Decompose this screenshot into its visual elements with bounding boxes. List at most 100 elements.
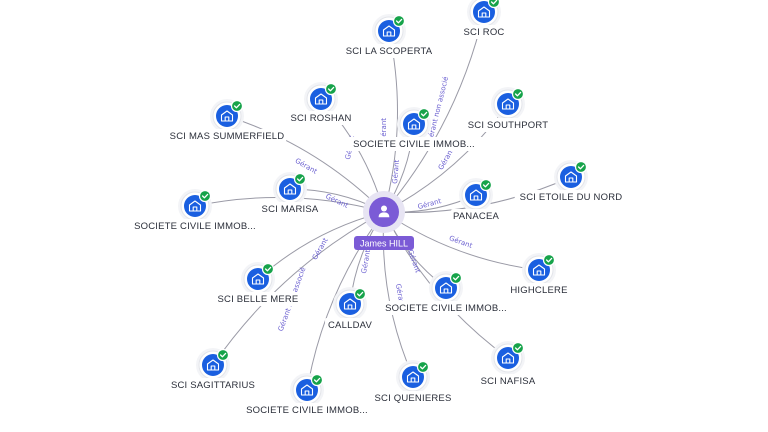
building-icon bbox=[220, 110, 234, 122]
edge-label-sci-mas-summerfield: Gérant bbox=[294, 157, 319, 176]
verified-check-icon bbox=[511, 341, 525, 355]
company-label: SOCIETE CIVILE IMMOB... bbox=[353, 139, 475, 150]
building-icon bbox=[188, 200, 202, 212]
company-node-societe-civile-left[interactable]: SOCIETE CIVILE IMMOB... bbox=[124, 189, 266, 233]
verified-check-icon bbox=[216, 348, 230, 362]
edge-sci-sagittarius bbox=[212, 211, 385, 366]
company-label: SCI SAGITTARIUS bbox=[171, 380, 255, 391]
company-label-bg bbox=[370, 391, 456, 405]
edge-label-societe-civile-mid: Gérant bbox=[406, 249, 422, 275]
company-label-bg bbox=[167, 129, 287, 143]
company-node-sci-nafisa[interactable]: SCI NAFISA bbox=[474, 341, 542, 388]
nodes-layer: SCI LA SCOPERTA SCI ROC SCI ROSHAN SOCIETE … bbox=[124, 0, 628, 417]
company-label-bg bbox=[287, 111, 355, 125]
company-node-sci-quenieres[interactable]: SCI QUENIERES bbox=[370, 360, 456, 405]
verified-check-icon bbox=[198, 189, 212, 203]
company-label: SOCIETE CIVILE IMMOB... bbox=[246, 405, 368, 416]
building-icon bbox=[564, 171, 578, 183]
company-node-panacea[interactable]: PANACEA bbox=[451, 178, 501, 223]
building-icon bbox=[469, 189, 483, 201]
company-node-sci-la-scoperta[interactable]: SCI LA SCOPERTA bbox=[341, 14, 437, 58]
verified-check-icon bbox=[417, 107, 431, 121]
company-node-sci-etoile-du-nord[interactable]: SCI ETOILE DU NORD bbox=[514, 160, 628, 204]
edge-sci-roc bbox=[383, 11, 485, 213]
company-node-sci-sagittarius[interactable]: SCI SAGITTARIUS bbox=[165, 348, 261, 392]
verified-check-icon bbox=[324, 82, 338, 96]
verified-check-icon bbox=[574, 160, 588, 174]
company-label-bg bbox=[213, 292, 303, 306]
company-label-bg bbox=[508, 283, 570, 297]
company-label: SOCIETE CIVILE IMMOB... bbox=[385, 303, 507, 314]
building-icon bbox=[382, 25, 396, 37]
edge-label-sci-marisa: Gérant bbox=[324, 192, 349, 210]
company-node-societe-civile-top[interactable]: SOCIETE CIVILE IMMOB... bbox=[343, 107, 485, 151]
person-icon bbox=[378, 205, 390, 218]
company-node-societe-civile-bottom[interactable]: SOCIETE CIVILE IMMOB... bbox=[236, 373, 378, 417]
building-icon bbox=[314, 93, 328, 105]
building-icon bbox=[406, 371, 420, 383]
company-label: SCI MAS SUMMERFIELD bbox=[170, 131, 285, 142]
company-label: SCI QUENIERES bbox=[374, 393, 451, 404]
company-label-bg bbox=[514, 190, 628, 204]
company-label-bg bbox=[465, 118, 551, 132]
company-label: SCI NAFISA bbox=[481, 376, 536, 387]
verified-check-icon bbox=[293, 172, 307, 186]
building-icon bbox=[532, 264, 546, 276]
company-node-sci-marisa[interactable]: SCI MARISA bbox=[256, 172, 324, 216]
company-label-bg bbox=[236, 403, 378, 417]
building-icon bbox=[501, 98, 515, 110]
company-label-bg bbox=[375, 301, 517, 315]
edge-label-sci-la-scoperta: Gérant bbox=[380, 118, 388, 142]
company-label-bg bbox=[165, 378, 261, 392]
company-node-sci-roshan[interactable]: SCI ROSHAN bbox=[287, 82, 355, 125]
company-label: SCI MARISA bbox=[262, 204, 319, 215]
verified-check-icon bbox=[392, 14, 406, 28]
company-label: SCI SOUTHPORT bbox=[468, 120, 549, 131]
company-node-sci-mas-summerfield[interactable]: SCI MAS SUMMERFIELD bbox=[167, 99, 287, 143]
company-label: HIGHCLERE bbox=[510, 285, 567, 296]
verified-check-icon bbox=[310, 373, 324, 387]
center-person-node[interactable]: James HILL bbox=[354, 191, 414, 250]
company-label-bg bbox=[459, 25, 509, 39]
verified-check-icon bbox=[487, 0, 501, 9]
verified-check-icon bbox=[511, 87, 525, 101]
building-icon bbox=[300, 384, 314, 396]
building-icon bbox=[251, 273, 265, 285]
building-icon bbox=[439, 282, 453, 294]
edge-label-calldav: Gérant bbox=[360, 249, 372, 274]
company-label: SOCIETE CIVILE IMMOB... bbox=[134, 221, 256, 232]
company-node-sci-southport[interactable]: SCI SOUTHPORT bbox=[465, 87, 551, 132]
verified-check-icon bbox=[230, 99, 244, 113]
building-icon bbox=[283, 183, 297, 195]
verified-check-icon bbox=[479, 178, 493, 192]
company-node-sci-roc[interactable]: SCI ROC bbox=[459, 0, 509, 39]
company-label-bg bbox=[343, 137, 485, 151]
edge-label-societe-civile-top: Gérant bbox=[391, 159, 401, 184]
verified-check-icon bbox=[416, 360, 430, 374]
company-label-bg bbox=[124, 219, 266, 233]
company-node-calldav[interactable]: CALLDAV bbox=[325, 287, 375, 332]
edge-sci-mas-summerfield bbox=[226, 115, 385, 213]
verified-check-icon bbox=[449, 271, 463, 285]
company-label: SCI BELLE MERE bbox=[218, 294, 299, 305]
building-icon bbox=[407, 118, 421, 130]
company-node-sci-belle-mere[interactable]: SCI BELLE MERE bbox=[213, 262, 303, 306]
verified-check-icon bbox=[261, 262, 275, 276]
building-icon bbox=[206, 359, 220, 371]
center-label-tag bbox=[354, 236, 414, 250]
company-label-bg bbox=[325, 318, 375, 332]
company-label: CALLDAV bbox=[328, 320, 372, 331]
company-label: PANACEA bbox=[453, 211, 500, 222]
building-icon bbox=[501, 352, 515, 364]
company-label-bg bbox=[256, 202, 324, 216]
company-label-bg bbox=[341, 44, 437, 58]
company-node-highclere[interactable]: HIGHCLERE bbox=[508, 253, 570, 297]
verified-check-icon bbox=[542, 253, 556, 267]
building-icon bbox=[477, 6, 491, 18]
verified-check-icon bbox=[353, 287, 367, 301]
company-label: SCI ETOILE DU NORD bbox=[520, 192, 623, 203]
company-label: SCI ROC bbox=[464, 27, 505, 38]
company-node-societe-civile-mid[interactable]: SOCIETE CIVILE IMMOB... bbox=[375, 271, 517, 315]
company-label-bg bbox=[474, 374, 542, 388]
